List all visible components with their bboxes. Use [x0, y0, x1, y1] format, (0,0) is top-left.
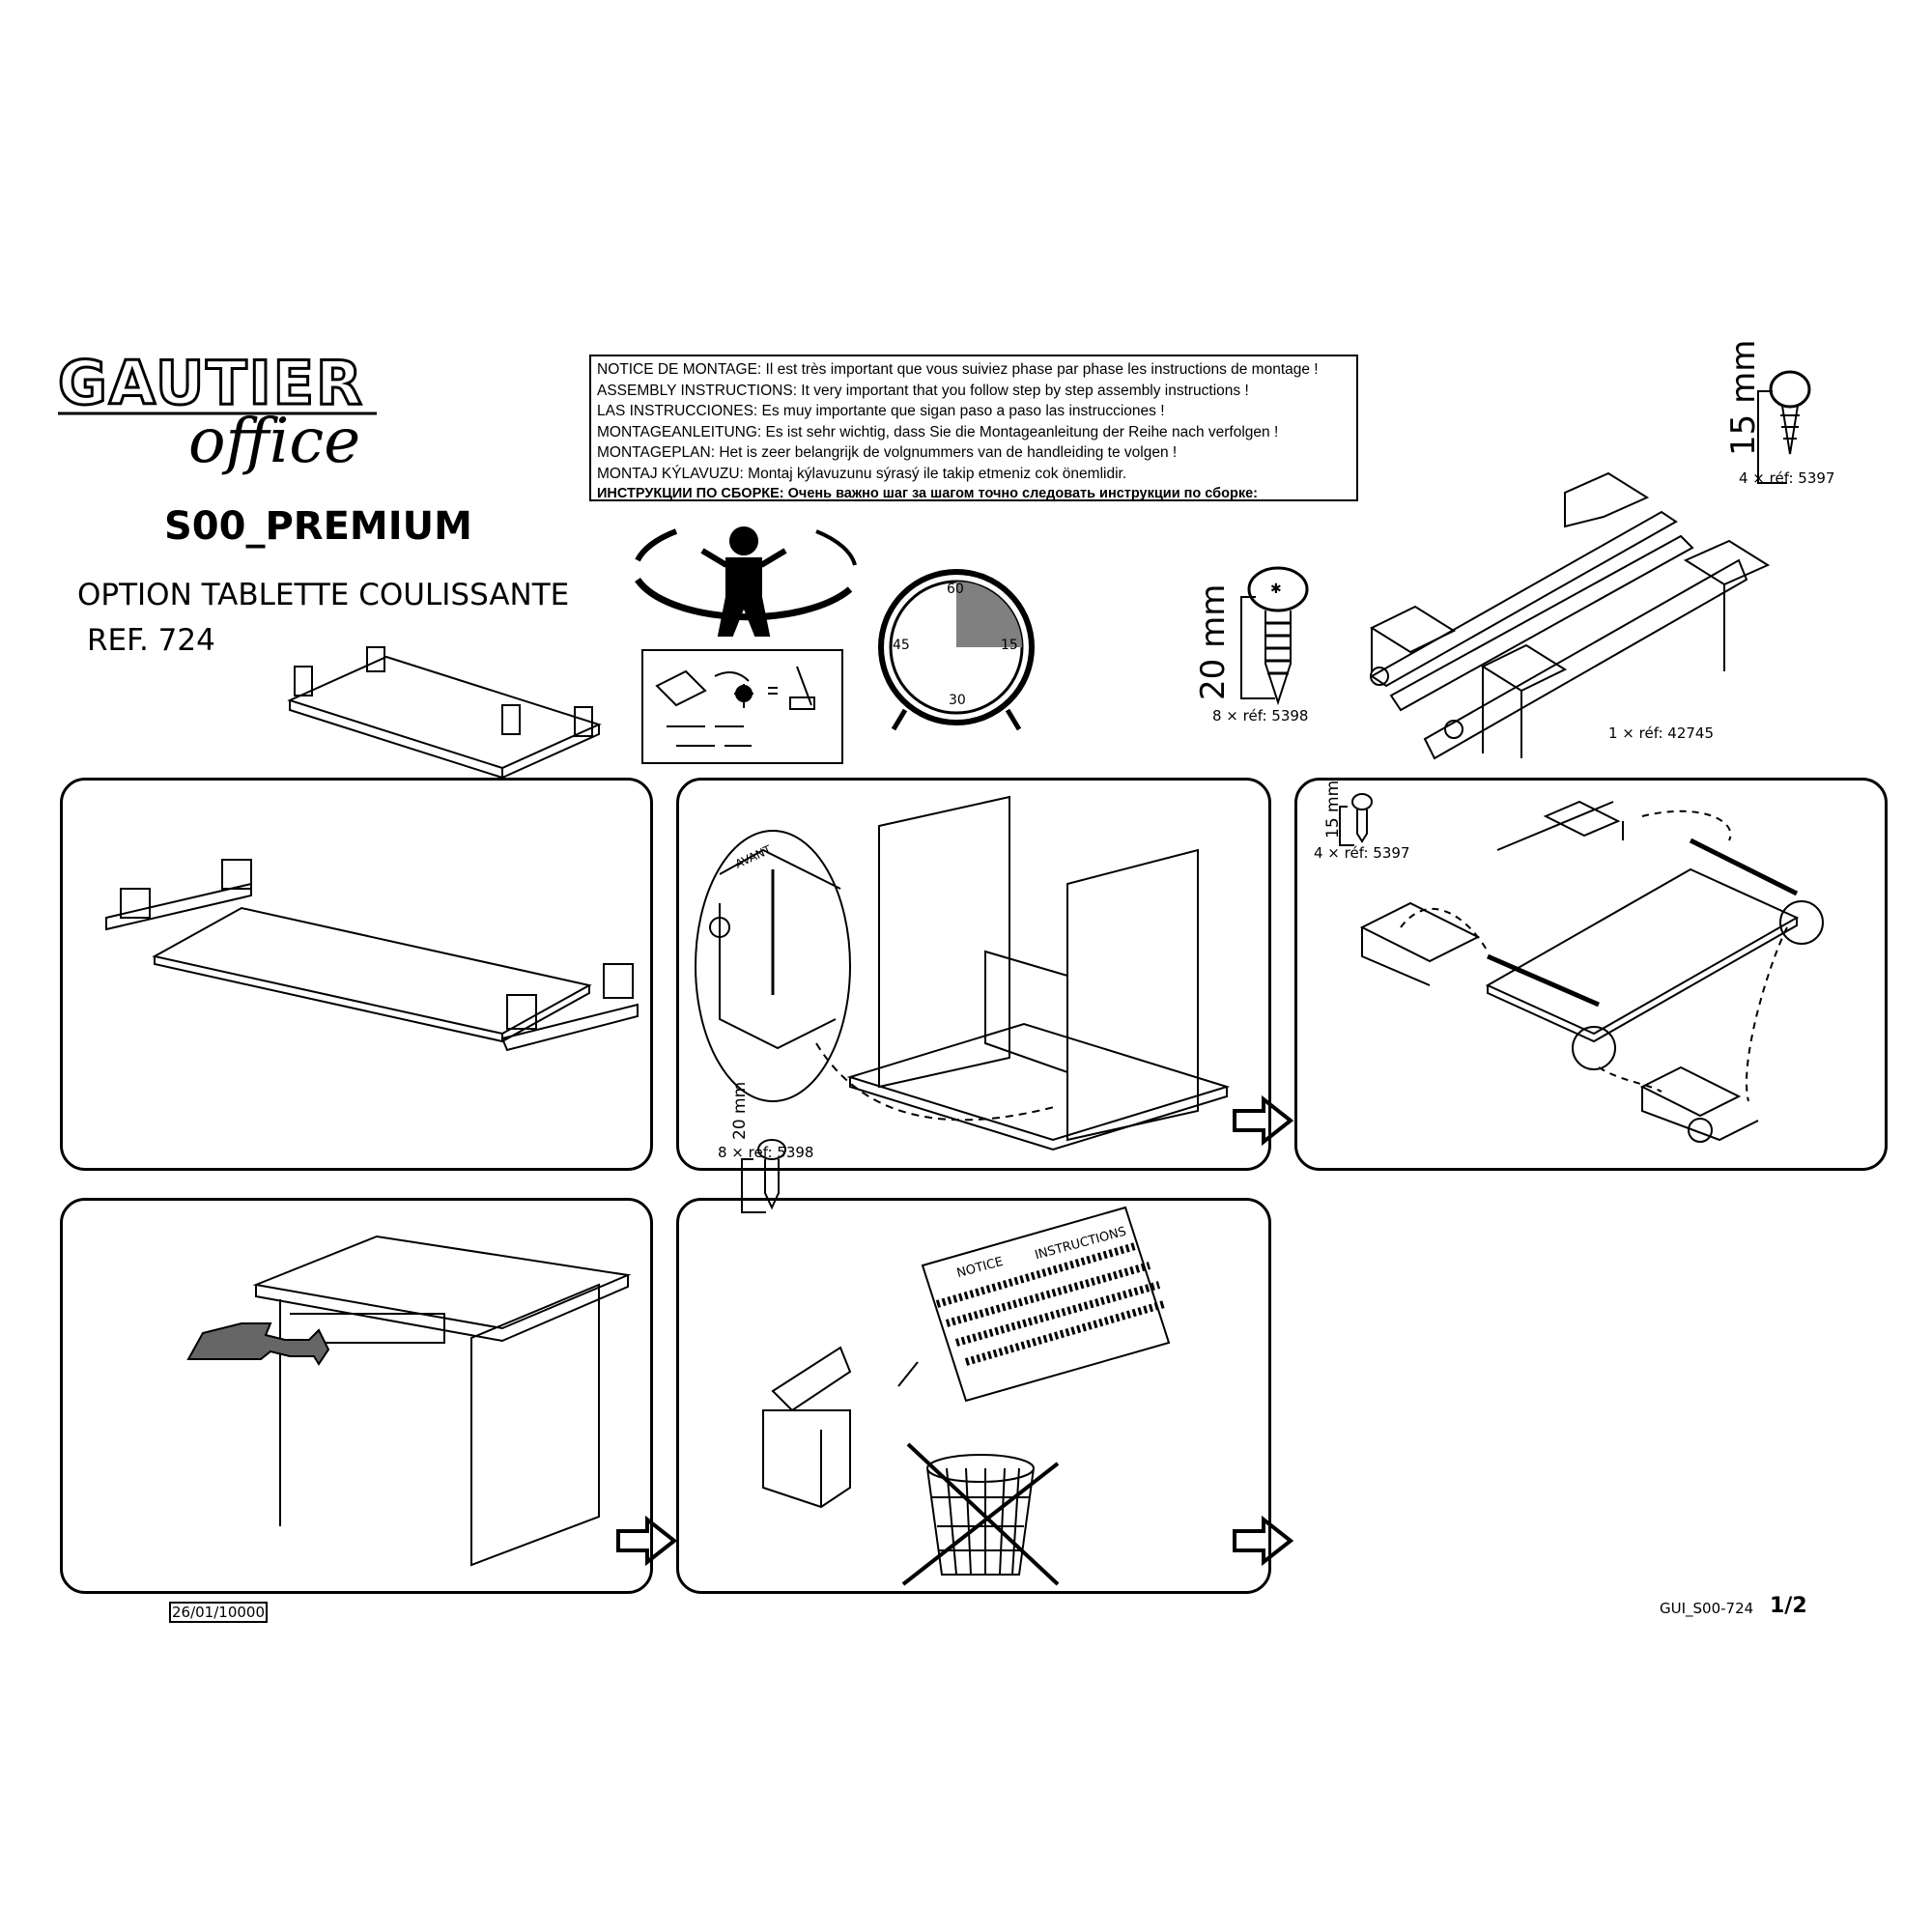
person-assembling-icon [635, 526, 857, 637]
screw-15mm-dimension: 15 mm [1724, 339, 1763, 456]
step2-screw-dimension: 20 mm [730, 1081, 750, 1140]
notice-line-es: LAS INSTRUCCIONES: Es muy importante que… [597, 403, 1165, 419]
step4-drawing [186, 1235, 632, 1567]
assembly-notice: NOTICE DE MONTAGE: Il est très important… [589, 355, 1358, 501]
notice-line-de: MONTAGEANLEITUNG: Es ist sehr wichtig, d… [597, 423, 1279, 440]
step-4-panel [60, 1198, 653, 1594]
notice-line-en: ASSEMBLY INSTRUCTIONS: It very important… [597, 382, 1249, 399]
rails-label: 1 × réf: 42745 [1608, 724, 1714, 742]
series-title: S00_PREMIUM [164, 504, 472, 549]
notice-line-tr: MONTAJ KÝLAVUZU: Montaj kýlavuzunu sýras… [597, 465, 1127, 482]
step-2-panel [676, 778, 1271, 1171]
notice-line-ru: ИНСТРУКЦИИ ПО СБОРКЕ: Очень важно шаг за… [597, 486, 1258, 501]
svg-text:✱: ✱ [1270, 582, 1282, 597]
step3-screw-label: 4 × réf: 5397 [1314, 844, 1410, 862]
footer-date: 26/01/10000 [169, 1602, 268, 1623]
footer-doc-code: GUI_S00-724 [1660, 1600, 1754, 1617]
screw-15mm-icon [1757, 370, 1811, 484]
notice-line-fr: NOTICE DE MONTAGE: Il est très important… [597, 361, 1319, 378]
step2-screw-label: 8 × réf: 5398 [718, 1144, 814, 1161]
step2-drawing [695, 795, 1231, 1213]
screw-20mm-label: 8 × réf: 5398 [1212, 707, 1309, 724]
step-3-panel [1294, 778, 1888, 1171]
drawer-rails-icon [1369, 471, 1771, 760]
footer-page-number: 1/2 [1770, 1594, 1807, 1618]
step5-drawing [762, 1206, 1171, 1586]
timer-elapsed-fill [956, 582, 1022, 647]
next-step-arrow-icons [616, 1094, 1294, 1567]
screw-20mm-icon: ✱ [1240, 566, 1309, 706]
timer-mark-60: 60 [947, 582, 964, 597]
sliding-tray-preview [287, 646, 602, 780]
notice-line-nl: MONTAGEPLAN: Het is zeer belangrijk de v… [597, 444, 1178, 461]
step3-drawing [1339, 793, 1824, 1143]
step-1-panel [60, 778, 653, 1171]
timer-clock-icon [878, 569, 1035, 731]
timer-mark-30: 30 [949, 693, 966, 708]
timer-mark-15: 15 [1001, 638, 1018, 653]
brand-logo-sub: office [188, 406, 361, 477]
step3-screw-dimension: 15 mm [1323, 780, 1343, 838]
step-5-panel [676, 1198, 1271, 1594]
screw-15mm-label: 4 × réf: 5397 [1739, 469, 1835, 487]
product-ref: REF. 724 [87, 623, 215, 658]
step1-drawing [105, 859, 639, 1052]
screw-20mm-dimension: 20 mm [1194, 583, 1233, 700]
product-title: OPTION TABLETTE COULISSANTE [77, 578, 570, 612]
brand-logo: GAUTIER [57, 347, 364, 420]
timer-mark-45: 45 [893, 638, 910, 653]
tools-icon [641, 649, 843, 764]
